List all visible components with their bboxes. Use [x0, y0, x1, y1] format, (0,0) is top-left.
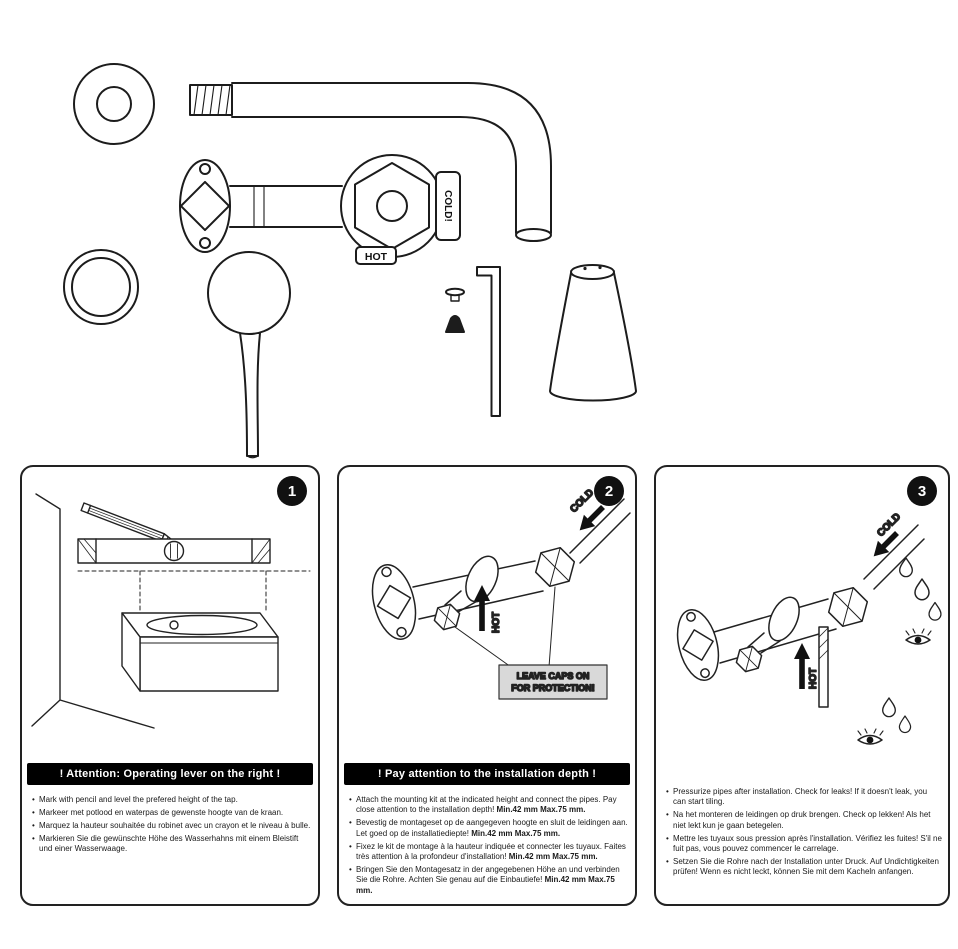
step3-instructions: Pressurize pipes after installation. Che… — [666, 787, 942, 880]
leak-check-eye — [857, 728, 884, 745]
instruction-bullet: Na het monteren de leidingen op druk bre… — [666, 810, 942, 831]
cold-label: COLD — [875, 511, 903, 539]
water-drop — [914, 578, 930, 601]
hot-flow-arrow — [474, 585, 490, 631]
bullet-bold-text: Min.42 mm Max.75 mm. — [496, 805, 586, 815]
cold-flow-arrow — [579, 505, 605, 531]
water-drop — [899, 557, 913, 578]
bullet-bold-text: Min.42 mm Max.75 mm. — [508, 851, 598, 861]
protective-cap-large — [534, 546, 576, 588]
water-drop — [928, 601, 942, 621]
wall-corner — [31, 493, 155, 729]
allen-key — [476, 266, 501, 417]
instruction-bullet: Pressurize pipes after installation. Che… — [666, 787, 942, 808]
protection-callout: LEAVE CAPS ON FOR PROTECTION! — [454, 586, 608, 700]
spout-arm — [189, 82, 552, 242]
step-panel-3: COLD — [654, 465, 950, 906]
leak-check-eye — [905, 628, 932, 645]
height-guide-lines — [77, 570, 311, 612]
step-panel-2: COLD — [337, 465, 637, 906]
step-number-badge-1: 1 — [277, 476, 307, 506]
step2-instructions: Attach the mounting kit at the indicated… — [349, 795, 629, 899]
instruction-bullet: Markeer met potlood en waterpas de gewen… — [32, 808, 312, 819]
instruction-bullet: Mark with pencil and level the prefered … — [32, 795, 312, 806]
mounting-kit — [371, 546, 576, 640]
protective-cap-small — [433, 590, 480, 631]
cold-label: COLD — [568, 487, 596, 515]
bullet-bold-text: Min.42 mm Max.75 mm. — [471, 828, 561, 838]
bullet-text: Bringen Sie den Montagesatz in der angeg… — [356, 864, 620, 885]
water-drop — [898, 715, 912, 734]
callout-line-1: LEAVE CAPS ON — [517, 671, 590, 681]
step-number-badge-2: 2 — [594, 476, 624, 506]
lever-handle — [207, 251, 291, 459]
parts-diagram: COLD! HOT — [63, 63, 637, 459]
spirit-level — [77, 538, 271, 564]
valve-body: COLD! HOT — [179, 154, 461, 265]
o-ring — [63, 249, 139, 325]
callout-line-2: FOR PROTECTION! — [511, 683, 595, 693]
bullet-bold-text: Min.42 mm Max.75 mm. — [356, 875, 615, 895]
hot-label: HOT — [491, 612, 502, 633]
step1-attention-banner: ! Attention: Operating lever on the righ… — [27, 763, 313, 785]
cold-port-label: COLD! — [442, 190, 453, 222]
step2-illustration: COLD — [371, 487, 631, 700]
wall-bracket — [676, 609, 720, 681]
bullet-text: Bevestig de montageset op de aangegeven … — [356, 818, 628, 838]
instruction-bullet: Setzen Sie die Rohre nach der Installati… — [666, 857, 942, 878]
step1-instructions: Mark with pencil and level the prefered … — [32, 795, 312, 857]
bullet-text: Attach the mounting kit at the indicated… — [356, 795, 617, 815]
escutcheon-flange — [73, 63, 155, 145]
instruction-bullet: Attach the mounting kit at the indicated… — [349, 795, 629, 816]
protective-cap-small — [735, 632, 781, 673]
instruction-bullet: Marquez la hauteur souhaitée du robinet … — [32, 821, 312, 832]
tile-gauge — [818, 626, 829, 708]
bullet-text: Fixez le kit de montage à la hauteur ind… — [356, 841, 626, 861]
step1-illustration — [31, 493, 311, 729]
hot-flow-arrow — [794, 643, 810, 689]
grub-screw-cone — [445, 315, 465, 333]
cold-supply-pipe — [569, 498, 631, 564]
cover-cap — [549, 264, 637, 402]
step-number-badge-3: 3 — [907, 476, 937, 506]
instruction-bullet: Fixez le kit de montage à la hauteur ind… — [349, 842, 629, 863]
instruction-bullet: Markieren Sie die gewünschte Höhe des Wa… — [32, 834, 312, 855]
step-panel-1: 1 ! Attention: Operating lever on the ri… — [20, 465, 320, 906]
instruction-bullet: Mettre les tuyaux sous pression après l'… — [666, 834, 942, 855]
hot-label: HOT — [808, 668, 819, 689]
wall-bracket — [371, 564, 417, 640]
set-screw — [445, 287, 465, 302]
cold-supply-pipe — [863, 524, 925, 590]
cold-flow-arrow — [873, 531, 899, 557]
mounting-kit — [676, 586, 869, 681]
protective-cap-large — [827, 586, 869, 628]
step2-attention-banner: ! Pay attention to the installation dept… — [344, 763, 630, 785]
instruction-bullet: Bringen Sie den Montagesatz in der angeg… — [349, 865, 629, 896]
water-drop — [882, 697, 896, 718]
hot-port-label: HOT — [365, 251, 388, 263]
step3-illustration: COLD — [676, 511, 942, 745]
instruction-bullet: Bevestig de montageset op de aangegeven … — [349, 818, 629, 839]
wash-basin — [121, 612, 279, 692]
